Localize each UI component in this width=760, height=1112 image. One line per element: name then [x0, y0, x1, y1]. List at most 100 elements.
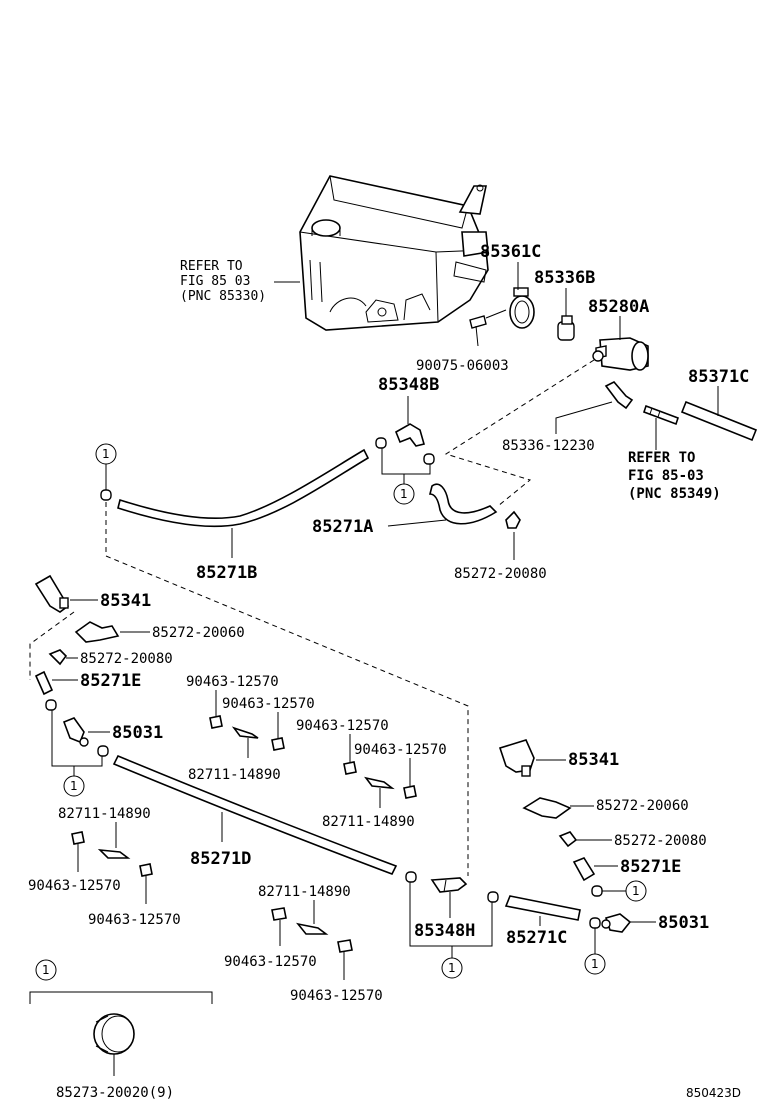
part-label-85271d: 85271D: [190, 849, 251, 869]
part-label-82711-14890-1: 82711-14890: [188, 767, 281, 783]
hose-85271a-illustration: [428, 483, 498, 525]
part-label-85361c: 85361C: [480, 242, 541, 262]
part-label-90463-12570-3: 90463-12570: [296, 718, 389, 734]
part-label-85273-20020: 85273-20020(9): [56, 1085, 174, 1101]
nozzle-85341-left-illustration: [34, 574, 70, 613]
clip-82711-14890-1-illustration: [231, 726, 259, 758]
callout-1c: 1: [70, 779, 78, 793]
bracket-85348b: [381, 448, 431, 475]
clamp-90463-7: [271, 907, 287, 921]
part-label-85336-12230: 85336-12230: [502, 438, 595, 454]
part-label-90463-12570-1: 90463-12570: [186, 674, 279, 690]
clamp-90463-5: [71, 831, 85, 845]
joint-ref-line2: FIG 85-03: [628, 468, 704, 484]
callout-circle-1f: [584, 953, 606, 975]
hose-85271e-left-illustration: [34, 670, 54, 696]
bracket-85272-20060-right-illustration: [522, 797, 572, 819]
ring-right-b: [589, 917, 601, 929]
ring-left-b: [97, 745, 109, 757]
tank-ref-line2: FIG 85 03: [180, 274, 250, 289]
callout-circle-legend: [35, 959, 57, 981]
clamp-90463-4: [403, 785, 417, 799]
part-label-85348h: 85348H: [414, 921, 475, 941]
hose-85271d-illustration: [112, 754, 398, 876]
clip-85272-20080-left-illustration: [48, 649, 68, 666]
clamp-85273-20020-illustration: [93, 1013, 135, 1055]
ring-85348b-b: [423, 453, 435, 465]
clip-85272-20080-illustration: [505, 510, 521, 529]
check-valve-85031-right-illustration: [601, 913, 632, 933]
callout-1b: 1: [102, 447, 110, 461]
hose-85336-12230-illustration: [604, 381, 634, 410]
clip-82711-3: [97, 848, 131, 859]
dashed-pump-link: [444, 359, 595, 507]
part-label-90463-12570-5: 90463-12570: [28, 878, 121, 894]
hose-85271c-illustration: [504, 895, 581, 921]
leader-screw-clamp: [485, 309, 507, 319]
ring-left-a: [45, 699, 57, 711]
clamp-85361c-illustration: [509, 287, 535, 329]
washer-tank-illustration: [299, 175, 489, 331]
nozzle-85341-right-illustration: [498, 739, 535, 777]
bracket-85348h: [409, 882, 493, 947]
part-label-90463-12570-7: 90463-12570: [224, 954, 317, 970]
joint-ref-line1: REFER TO: [628, 450, 695, 466]
part-label-85272-20060-left: 85272-20060: [152, 625, 245, 641]
screw-90075-06003-illustration: [469, 315, 487, 347]
part-label-85341-left: 85341: [100, 591, 151, 611]
part-label-85031-right: 85031: [658, 913, 709, 933]
joint-85348h-illustration: [430, 877, 468, 893]
clamp-90463-2: [271, 737, 285, 751]
clamp-90463-3: [343, 761, 357, 775]
callout-1a: 1: [400, 487, 408, 501]
callout-1e: 1: [632, 884, 640, 898]
part-label-85031-left: 85031: [112, 723, 163, 743]
part-label-82711-14890-3: 82711-14890: [58, 806, 151, 822]
part-label-82711-14890-4: 82711-14890: [258, 884, 351, 900]
part-label-85272-20080-left: 85272-20080: [80, 651, 173, 667]
callout-legend: 1: [42, 963, 50, 977]
clamp-90463-1: [209, 715, 223, 729]
callout-1d: 1: [448, 961, 456, 975]
clip-82711-4: [296, 922, 329, 935]
callout-1f: 1: [591, 957, 599, 971]
joint-nipple-illustration: [642, 404, 680, 426]
callout-circle-1e: [625, 880, 647, 902]
part-label-85271a: 85271A: [312, 517, 373, 537]
part-label-85272-20060-right: 85272-20060: [596, 798, 689, 814]
part-label-90463-12570-8: 90463-12570: [290, 988, 383, 1004]
part-label-85271e-left: 85271E: [80, 671, 141, 691]
dashed-main-link: [105, 502, 469, 876]
bracket-left-rings: [51, 710, 103, 767]
part-label-85272-20080-right: 85272-20080: [614, 833, 707, 849]
bracket-85272-20060-left-illustration: [74, 621, 120, 643]
callout-circle-1d: [441, 957, 463, 979]
tank-ref-line3: (PNC 85330): [180, 289, 266, 304]
hose-85271b-illustration: [117, 448, 370, 528]
ring-top-left: [100, 489, 112, 501]
hose-85371c-illustration: [680, 400, 758, 442]
hose-85271e-right-illustration: [572, 857, 596, 882]
leader-85271a: [387, 519, 447, 527]
washer-pump-85280a-illustration: [592, 337, 649, 371]
part-label-85348b: 85348B: [378, 375, 439, 395]
dashed-left-nozzle: [29, 611, 75, 680]
part-label-85271c: 85271C: [506, 928, 567, 948]
ring-85348h-b: [487, 891, 499, 903]
callout-circle-1c: [63, 775, 85, 797]
clip-82711-14890-2-illustration: [364, 776, 395, 808]
ring-85348b-a: [375, 437, 387, 449]
part-label-90075-06003: 90075-06003: [416, 358, 509, 374]
ring-right-a: [591, 885, 603, 897]
part-label-85371c: 85371C: [688, 367, 749, 387]
part-label-90463-12570-2: 90463-12570: [222, 696, 315, 712]
part-label-85341-right: 85341: [568, 750, 619, 770]
diagram-code: 850423D: [686, 1086, 741, 1100]
part-label-85280a: 85280A: [588, 297, 649, 317]
clamp-90463-8: [337, 939, 353, 953]
part-label-85336b: 85336B: [534, 268, 595, 288]
part-label-85271b: 85271B: [196, 563, 257, 583]
grommet-85336b-illustration: [557, 315, 575, 341]
joint-85348b-illustration: [394, 423, 425, 447]
